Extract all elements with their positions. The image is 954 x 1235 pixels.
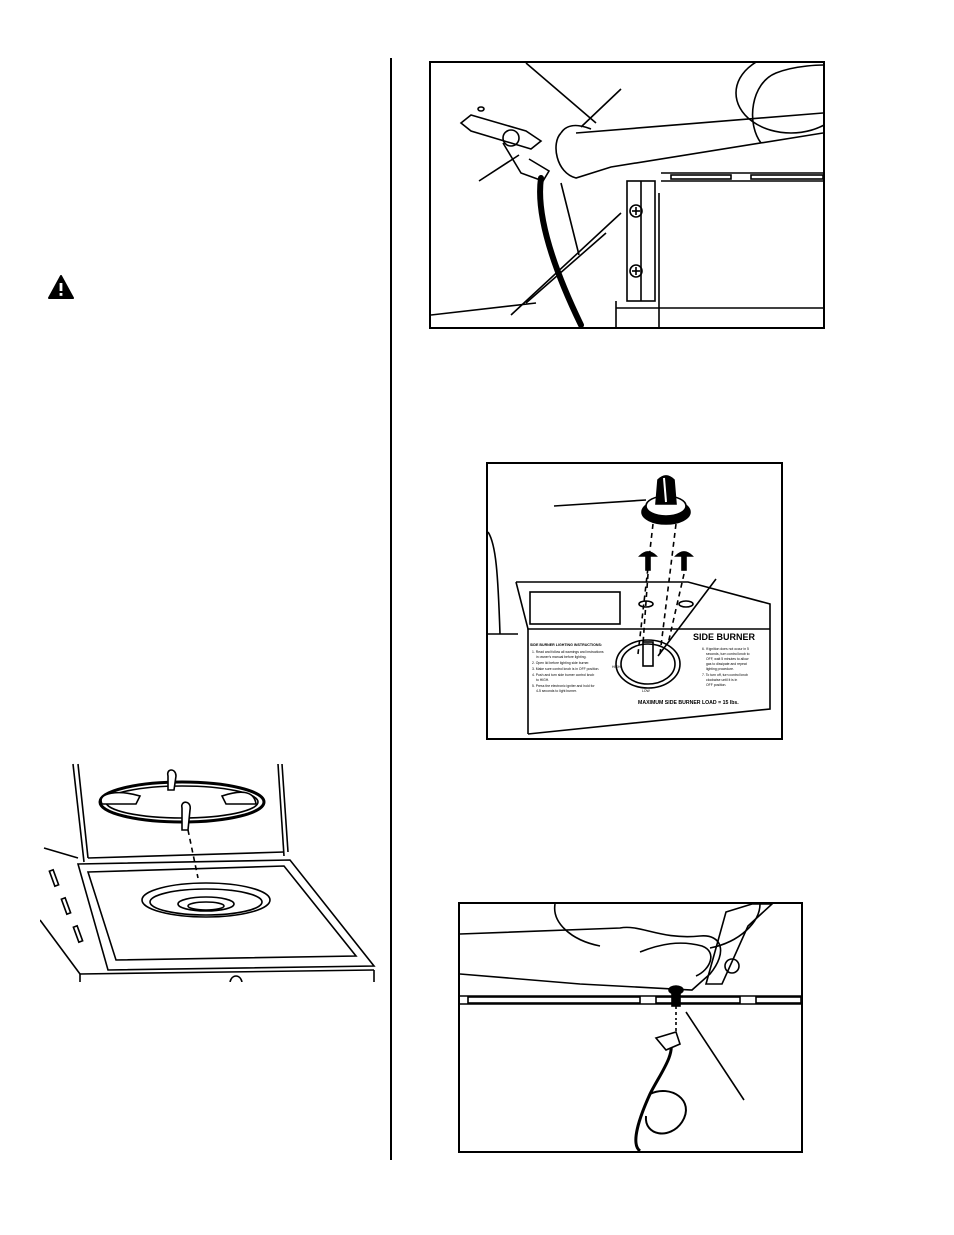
instruction-line: in owner's manual before lighting. [536, 655, 586, 659]
warning-triangle-icon [48, 275, 74, 299]
figure-burner-grate-installation [40, 760, 380, 982]
instruction-line: seconds, turn control knob to [706, 652, 750, 656]
instruction-line: to HIGH. [536, 678, 549, 682]
instruction-line: gas to dissipate and repeat [706, 662, 747, 666]
instruction-line: 4-5 seconds to light burner. [536, 689, 577, 693]
figure-control-knob-installation: SIDE BURNER SIDE BURNER LIGHTING INSTRUC… [486, 462, 783, 740]
instruction-line: clockwise until it is in [706, 678, 737, 682]
knob-label-high: HIGH [612, 665, 621, 669]
instruction-line: 7. To turn off, turn control knob [702, 673, 748, 677]
instruction-line: 2. Open lid before lighting side burner. [532, 661, 589, 665]
instruction-line: 4. Push and turn side burner control kno… [532, 673, 594, 677]
instruction-line: 6. If ignition does not occur in 5 [702, 647, 749, 651]
instruction-line: lighting procedure. [706, 667, 734, 671]
instruction-line: OFF, wait 5 minutes to allow [706, 657, 749, 661]
instruction-line: 3. Make sure control knob is in OFF posi… [532, 667, 599, 671]
column-divider [390, 58, 392, 1160]
panel-title: SIDE BURNER [693, 632, 756, 642]
instructions-title: SIDE BURNER LIGHTING INSTRUCTIONS: [530, 643, 602, 647]
figure-electrode-wire-connection [458, 902, 803, 1153]
instruction-line: OFF position. [706, 683, 726, 687]
instruction-line: 5. Press the electronic igniter and hold… [532, 684, 595, 688]
max-load-label: MAXIMUM SIDE BURNER LOAD = 15 lbs. [638, 700, 739, 706]
knob-label-low: LOW [642, 689, 651, 693]
figure-burner-valve-connection [429, 61, 825, 329]
instruction-line: 1. Read and follow all warnings and inst… [532, 650, 604, 654]
